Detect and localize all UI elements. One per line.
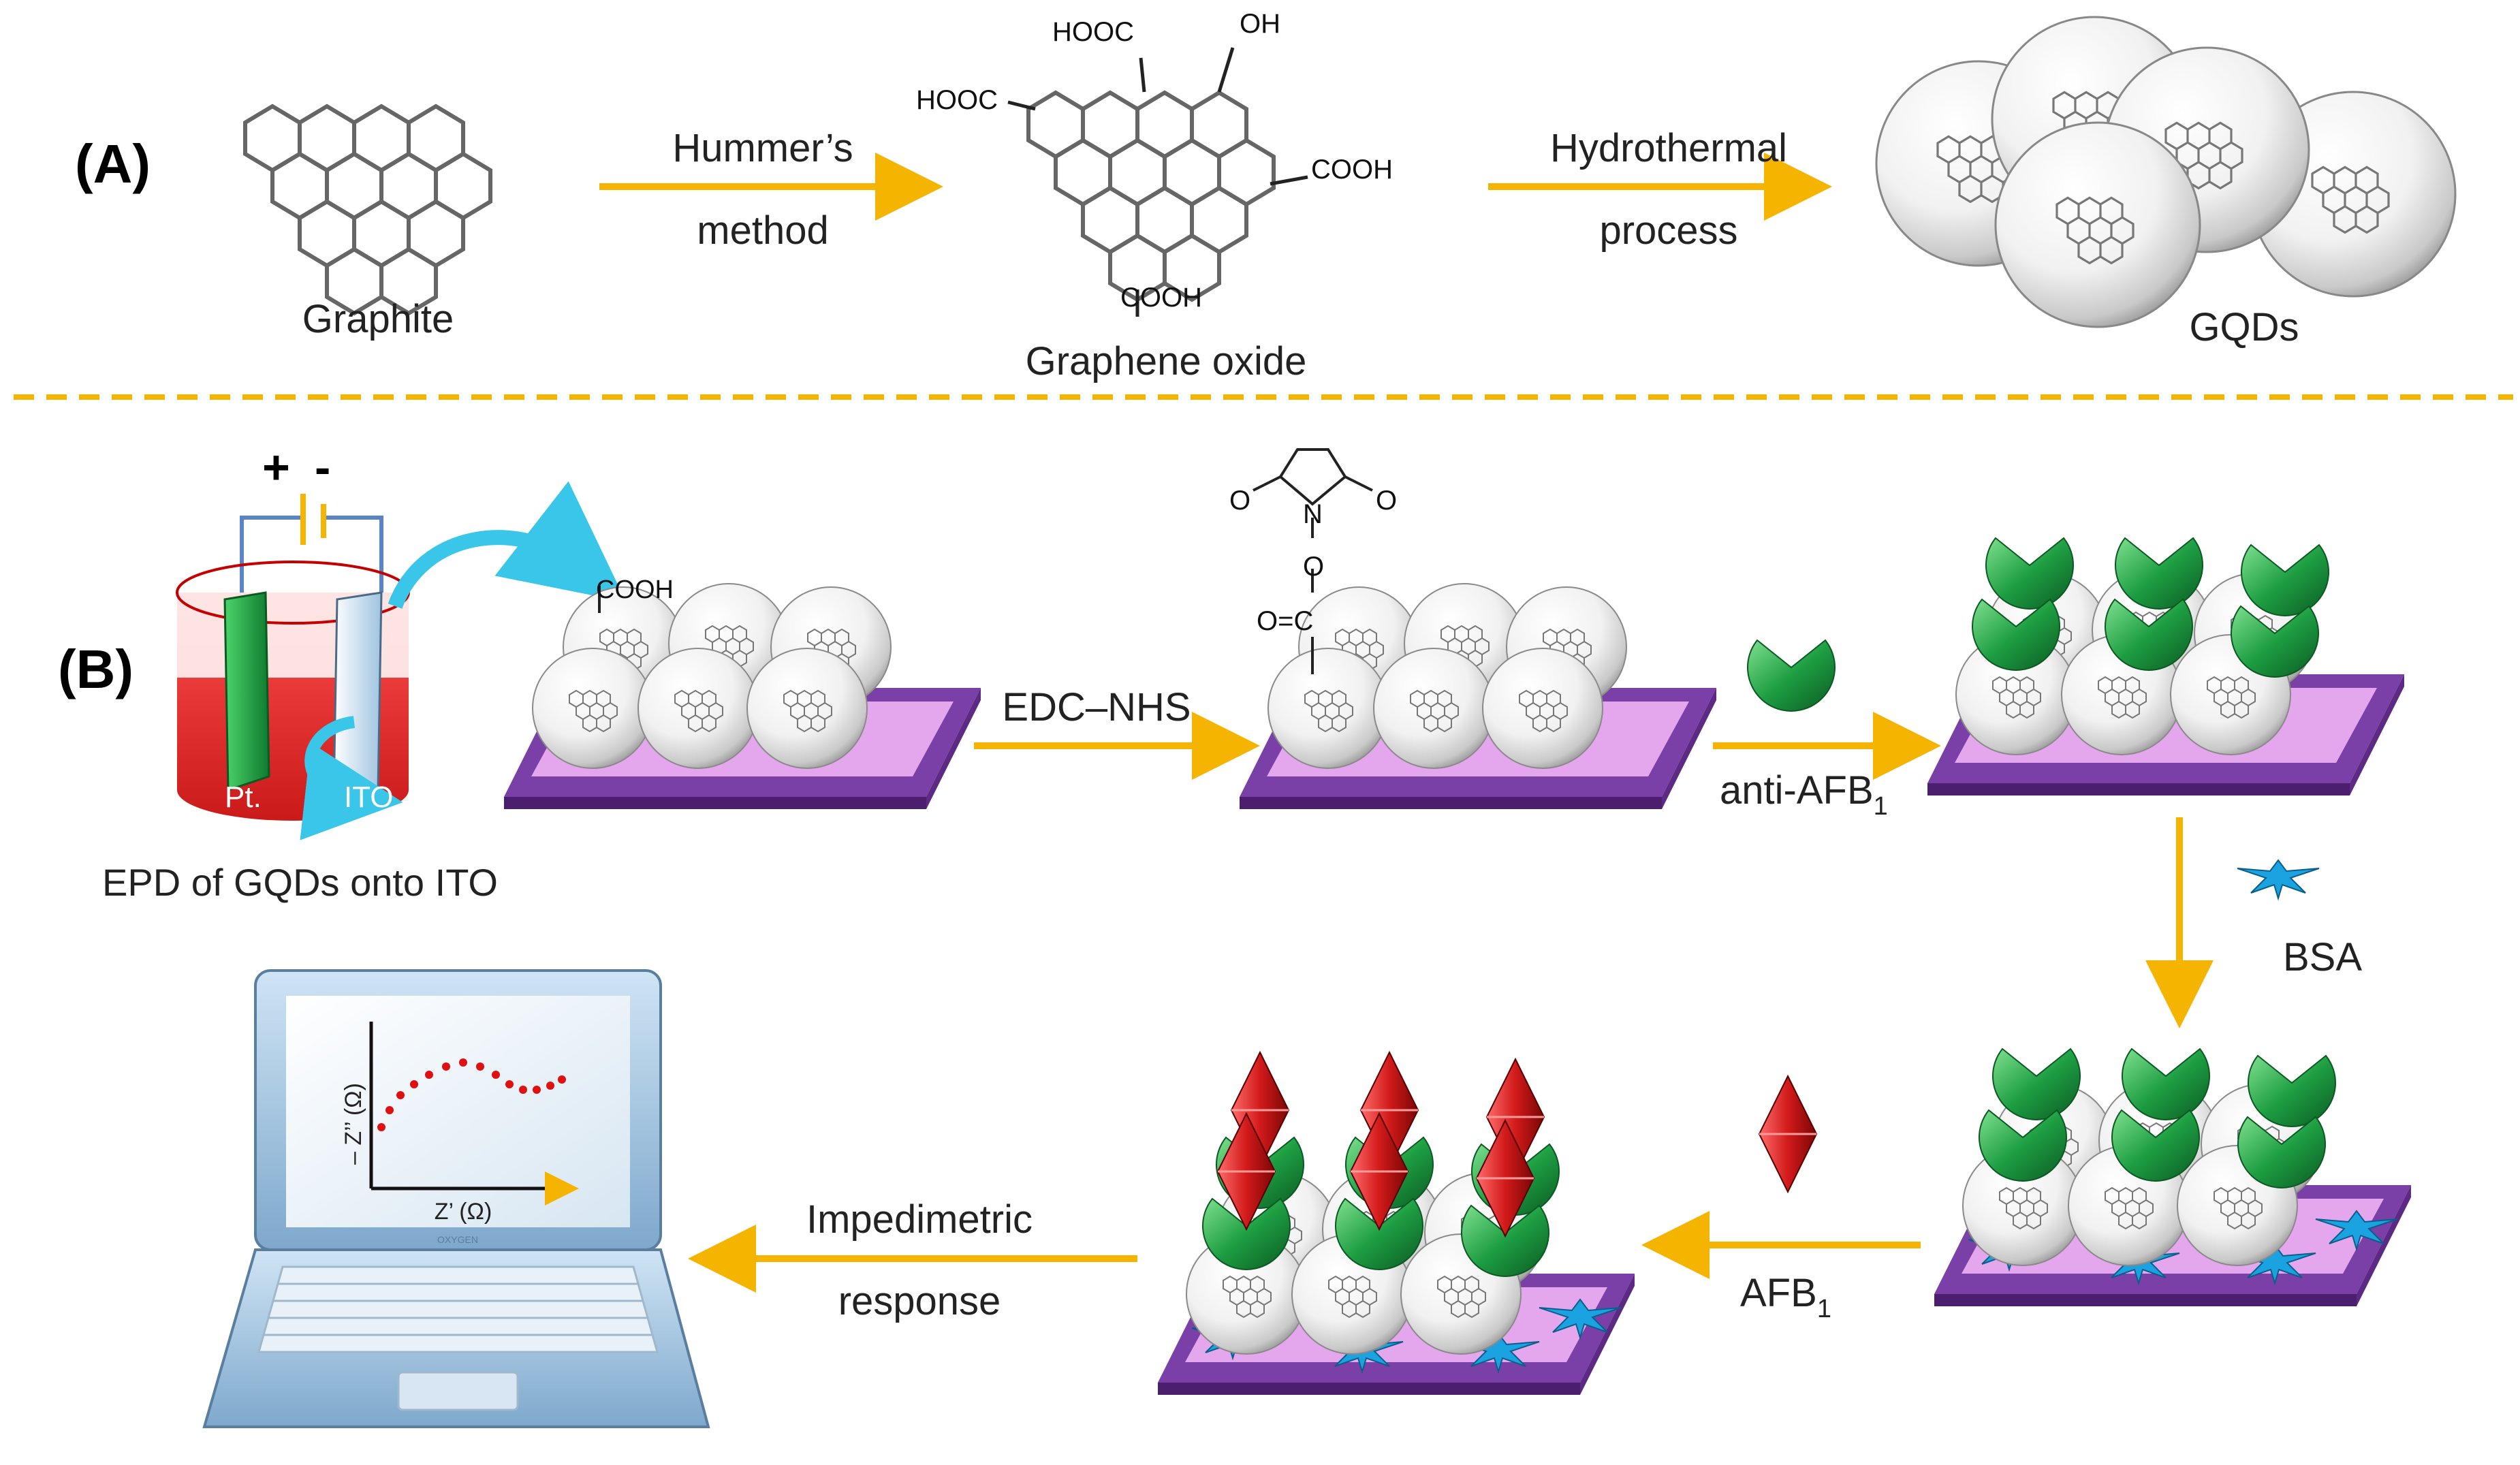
cooh-label: COOH xyxy=(596,576,674,604)
bsa-label: BSA xyxy=(2283,935,2362,979)
toxin-icon xyxy=(1758,1075,1818,1193)
nhs-o-left: O xyxy=(1229,486,1250,516)
nyquist-ylabel: – Z’’ (Ω) xyxy=(341,1083,366,1165)
graphene-oxide-label: Graphene oxide xyxy=(1026,339,1307,383)
section-a-label: (A) xyxy=(75,133,151,194)
step2-line1: Hydrothermal xyxy=(1550,126,1787,170)
impedimetric-line2: response xyxy=(838,1279,1001,1323)
epd-caption: EPD of GQDs onto ITO xyxy=(102,861,498,904)
impedimetric-line1: Impedimetric xyxy=(806,1197,1033,1242)
nhs-o-link: O xyxy=(1303,552,1324,582)
graphene-oxide-lattice xyxy=(1007,47,1308,317)
gqds-label: GQDs xyxy=(2189,305,2299,349)
nhs-n: N xyxy=(1303,499,1323,529)
nhs-oc: O=C xyxy=(1257,606,1313,636)
laptop: OXYGEN – Z’’ (Ω) Z’ (Ω) xyxy=(202,969,710,1428)
electrode-gqd xyxy=(504,584,981,809)
anti-afb1-label: anti-AFB1 xyxy=(1720,768,1888,821)
step1-line1: Hummer’s xyxy=(672,126,853,170)
electrode-bsa xyxy=(1934,1048,2411,1306)
electrode-antibody xyxy=(1927,537,2404,795)
cell-pt: Pt. xyxy=(225,781,262,814)
go-hooc-top: HOOC xyxy=(1052,17,1134,47)
antibody-icon xyxy=(1747,640,1836,712)
electrode-toxin xyxy=(1158,1051,1635,1395)
cell-minus: - xyxy=(315,441,330,494)
nhs-ester-structure xyxy=(1253,448,1373,674)
graphite-label: Graphite xyxy=(302,297,454,341)
nyquist-xlabel: Z’ (Ω) xyxy=(435,1199,492,1225)
bsa-icon xyxy=(2237,860,2320,899)
go-cooh-right: COOH xyxy=(1311,155,1393,185)
nhs-o-right: O xyxy=(1376,486,1397,516)
edc-nhs-label: EDC–NHS xyxy=(1002,685,1191,729)
graphite-lattice xyxy=(243,104,492,316)
go-hooc-left: HOOC xyxy=(916,85,998,115)
go-oh: OH xyxy=(1240,9,1280,39)
cell-plus: + xyxy=(262,441,290,494)
section-b-label: (B) xyxy=(58,639,133,699)
step1-line2: method xyxy=(697,208,828,253)
step2-line2: process xyxy=(1599,208,1737,253)
go-cooh-bottom: COOH xyxy=(1120,283,1202,313)
cell-ito: ITO xyxy=(344,781,394,814)
laptop-brand: OXYGEN xyxy=(437,1234,478,1245)
afb1-label: AFB1 xyxy=(1740,1271,1831,1323)
gqd-cluster xyxy=(1875,16,2457,328)
epd-cell: + - Pt. ITO xyxy=(176,441,627,840)
